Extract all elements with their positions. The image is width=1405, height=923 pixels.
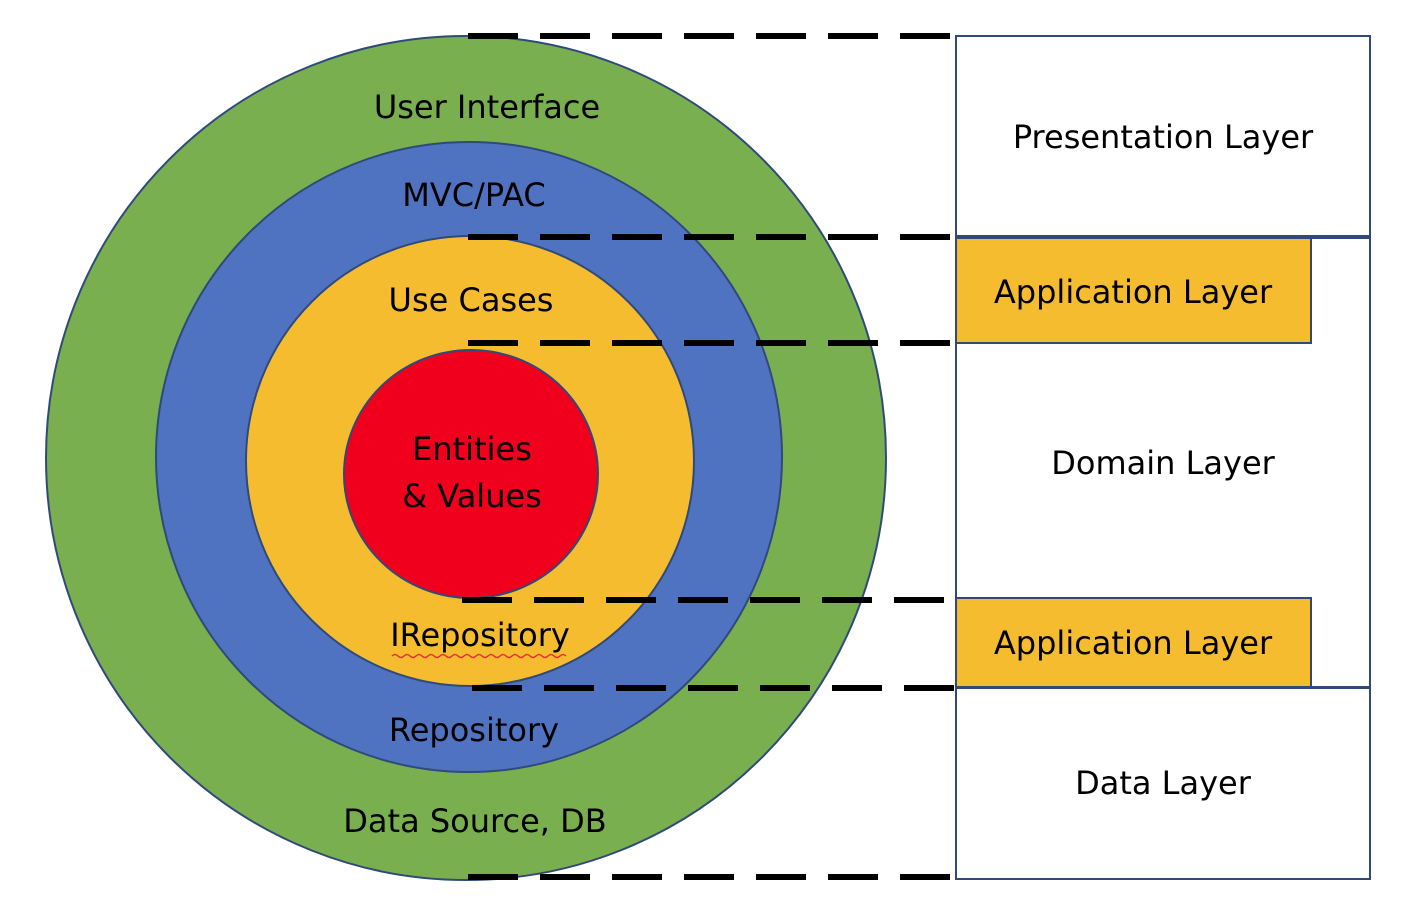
data-layer-label: Data Layer — [1075, 764, 1252, 802]
dashed-connectors — [462, 33, 955, 880]
presentation-layer-box — [955, 35, 1371, 237]
application-layer-bottom-label: Application Layer — [994, 624, 1273, 662]
values-label: & Values — [402, 477, 542, 515]
application-layer-top-label: Application Layer — [994, 273, 1273, 311]
domain-layer-label: Domain Layer — [1051, 444, 1275, 482]
mvc-pac-label: MVC/PAC — [402, 176, 546, 214]
repository-label: Repository — [389, 711, 559, 749]
layer-boxes — [955, 35, 1371, 880]
entities-label: Entities — [412, 430, 532, 468]
core-circle — [343, 349, 599, 599]
spellcheck-underline — [391, 653, 567, 659]
use-cases-label: Use Cases — [389, 281, 554, 319]
application-layer-top-box — [955, 237, 1312, 344]
ring-labels: User Interface MVC/PAC Use Cases Entitie… — [343, 88, 606, 840]
data-source-db-label: Data Source, DB — [343, 802, 606, 840]
user-interface-label: User Interface — [374, 88, 600, 126]
irepository-label: IRepository — [390, 616, 570, 654]
layer-labels: Presentation Layer Application Layer Dom… — [994, 118, 1314, 802]
presentation-layer-label: Presentation Layer — [1013, 118, 1314, 156]
application-layer-bottom-box — [955, 597, 1312, 688]
onion-rings — [45, 35, 887, 881]
